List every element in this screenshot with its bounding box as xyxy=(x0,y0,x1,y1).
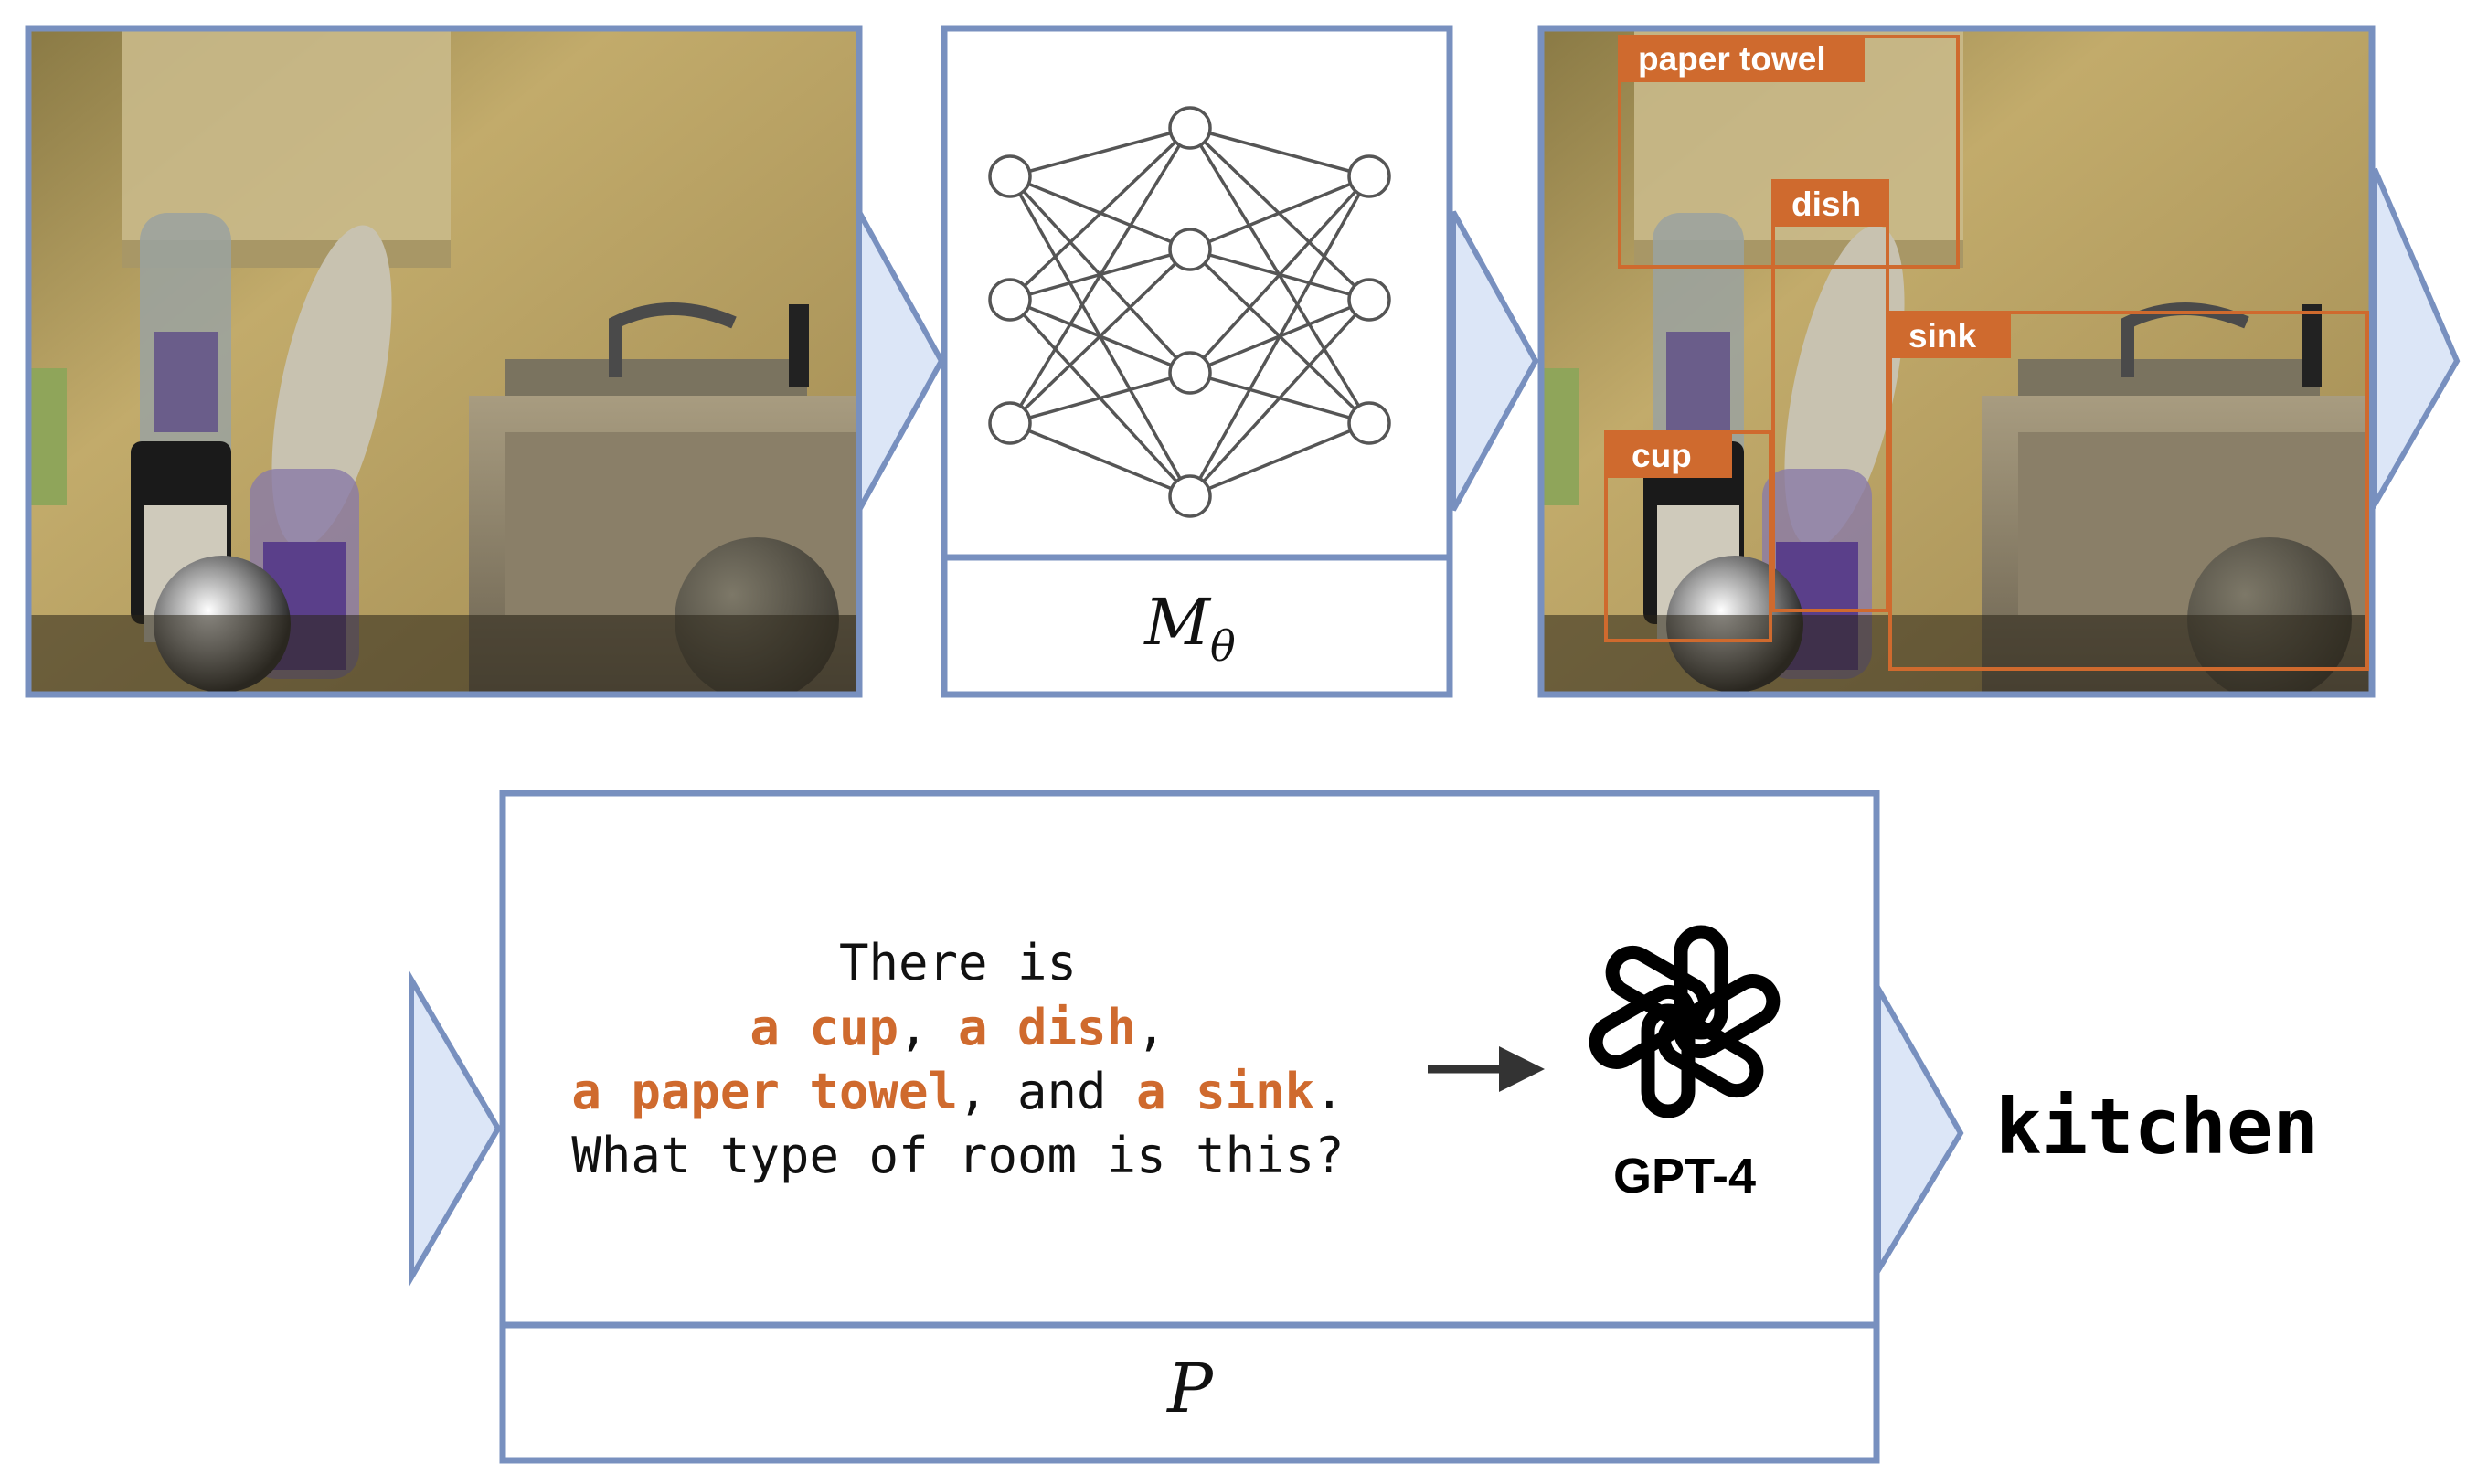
openai-logo-icon xyxy=(1589,925,1781,1118)
prompt-text: There is a cup, a dish, a paper towel, a… xyxy=(571,934,1344,1184)
detection-label: sink xyxy=(1908,317,1976,355)
detection-label: dish xyxy=(1791,186,1861,223)
nn-edge xyxy=(1009,421,1191,498)
nn-edge xyxy=(1008,127,1192,424)
nn-edge xyxy=(1008,126,1192,302)
prompt-line-3: a paper towel, and a sink. xyxy=(571,1063,1344,1120)
prompt-to-llm-arrow xyxy=(1428,1046,1545,1092)
nn-node xyxy=(1168,474,1212,518)
nn-node xyxy=(1168,228,1212,271)
flow-arrow-4 xyxy=(409,969,502,1288)
detection-label: paper towel xyxy=(1638,40,1826,78)
nn-edge xyxy=(1189,175,1370,251)
nn-node xyxy=(1168,106,1212,150)
nn-edge xyxy=(1009,126,1191,178)
nn-node xyxy=(1347,401,1391,445)
model-label: Mθ xyxy=(1143,585,1235,671)
nn-node xyxy=(988,278,1032,322)
nn-edge xyxy=(1188,175,1371,375)
flow-arrow-2 xyxy=(1451,210,1539,512)
nn-edge xyxy=(1188,175,1371,497)
detection-box-sink: sink xyxy=(1888,311,2369,671)
detection-label: cup xyxy=(1632,437,1692,474)
nn-edge xyxy=(1189,421,1370,498)
nn-node xyxy=(988,154,1032,198)
prompt-label: P xyxy=(1165,1350,1214,1428)
nn-node xyxy=(1347,278,1391,322)
prompt-line-1: There is xyxy=(839,934,1077,991)
input-image-panel xyxy=(25,25,863,698)
logo-loop xyxy=(1589,984,1696,1069)
model-panel: Mθ xyxy=(941,25,1453,698)
nn-node xyxy=(1168,351,1212,395)
detection-image-panel: paper towel dish sink cup xyxy=(1537,25,2376,698)
flow-arrow-1 xyxy=(856,210,945,512)
nn-edge xyxy=(1009,371,1191,425)
output-text: kitchen xyxy=(1995,1082,2319,1171)
detection-box-dish: dish xyxy=(1771,179,1889,612)
detection-box-cup: cup xyxy=(1604,430,1772,642)
nn-edge xyxy=(1189,126,1370,178)
neural-network-icon xyxy=(988,106,1391,518)
nn-edge xyxy=(1008,248,1192,425)
nn-node xyxy=(1347,154,1391,198)
flow-arrow-5 xyxy=(1876,978,1964,1280)
logo-loop xyxy=(1605,945,1712,1030)
prompt-line-4: What type of room is this? xyxy=(571,1127,1344,1184)
prompt-panel: There is a cup, a dish, a paper towel, a… xyxy=(499,790,1880,1464)
llm-name: GPT-4 xyxy=(1613,1149,1756,1203)
nn-node xyxy=(988,401,1032,445)
nn-edge xyxy=(1188,298,1371,498)
flow-arrow-3 xyxy=(2372,167,2461,515)
prompt-line-2: a cup, a dish, xyxy=(749,999,1165,1056)
detection-box-paper-towel: paper towel xyxy=(1618,35,1960,269)
